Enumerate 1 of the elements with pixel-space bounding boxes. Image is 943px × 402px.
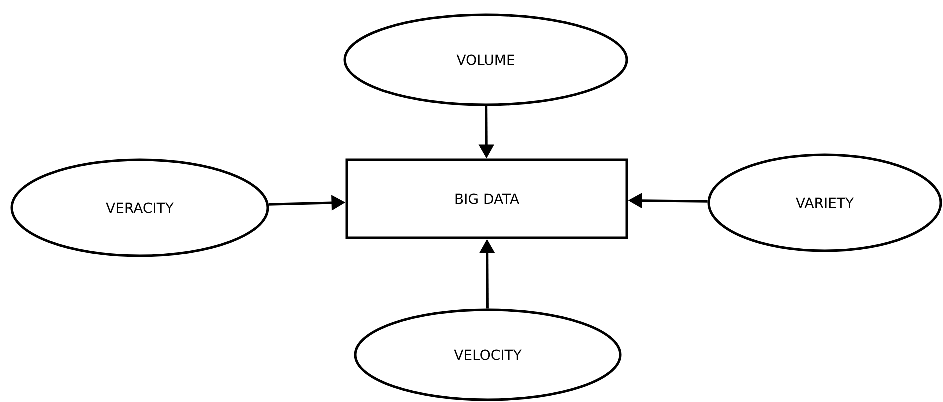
- concept-box: BIG DATA: [346, 158, 628, 240]
